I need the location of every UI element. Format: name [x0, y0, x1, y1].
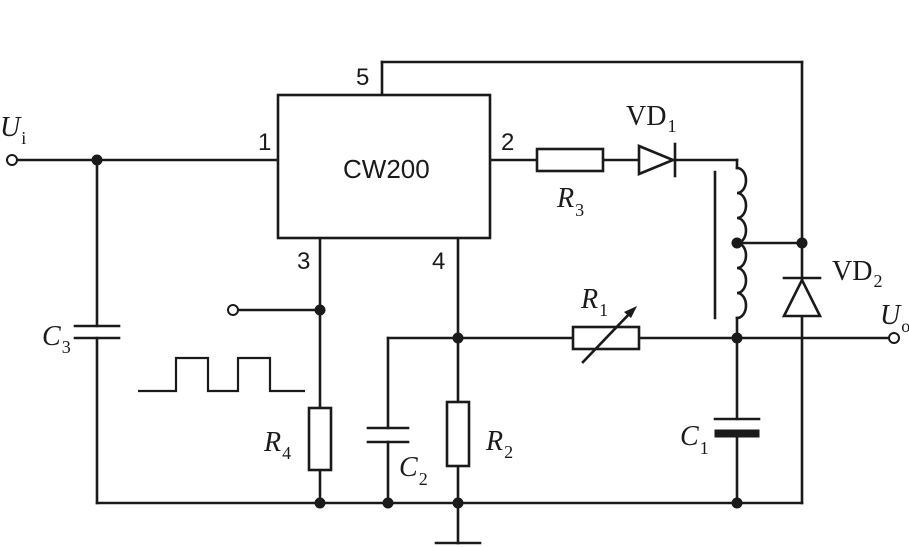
arrow-icon	[624, 306, 637, 318]
capacitor-c1	[713, 417, 761, 438]
input-label: Ui	[0, 112, 26, 148]
pin-1-label: 1	[258, 129, 271, 156]
c3-label: C3	[42, 321, 71, 357]
diode-vd2	[781, 276, 823, 318]
resistor-r4	[307, 406, 333, 472]
r2-label: R2	[485, 426, 513, 462]
diode-vd1	[637, 142, 677, 178]
output-label: Uo	[880, 300, 909, 336]
ic-name: CW200	[343, 154, 430, 184]
capacitor-c2	[366, 426, 410, 444]
output-terminal	[888, 332, 900, 344]
vd1-label: VD1	[626, 101, 676, 136]
pin-5-label: 5	[356, 64, 369, 91]
pin-4-label: 4	[432, 248, 445, 275]
input-terminal	[6, 154, 18, 166]
pulse-terminal	[227, 304, 239, 316]
vd2-label: VD2	[832, 256, 882, 291]
resistor-r2	[445, 400, 471, 468]
ic-cw200	[276, 93, 492, 240]
pin-3-label: 3	[297, 248, 310, 275]
junctions	[91, 154, 808, 509]
r3-label: R3	[556, 183, 584, 220]
r4-label: R4	[263, 427, 291, 463]
pulse-waveform	[138, 356, 305, 393]
wires	[14, 60, 892, 545]
pin-2-label: 2	[501, 129, 514, 156]
r1-label: R1	[580, 284, 608, 320]
c2-label: C2	[399, 452, 428, 489]
c1-label: C1	[680, 421, 709, 458]
resistor-r1-variable	[571, 306, 641, 364]
resistor-r3	[535, 147, 605, 173]
capacitor-c3	[73, 324, 121, 340]
